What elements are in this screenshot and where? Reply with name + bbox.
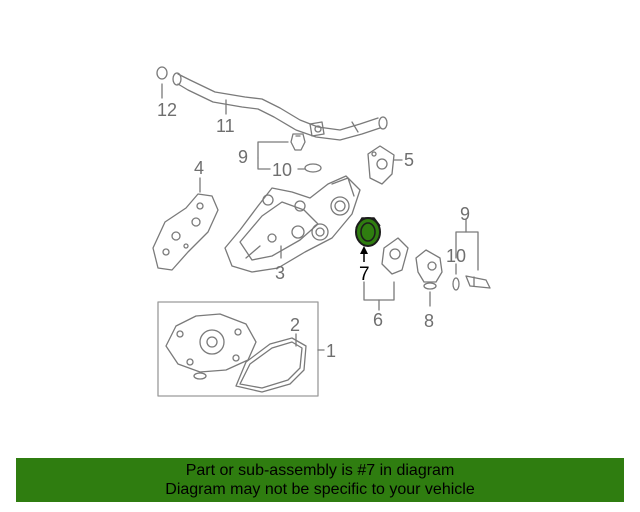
part-12-oring: [156, 66, 168, 80]
bracket-9-upper: [257, 141, 289, 159]
callout-8: 8: [424, 311, 434, 331]
callout-9-upper: 9: [238, 147, 248, 167]
banner-line-2: Diagram may not be specific to your vehi…: [165, 481, 475, 498]
part-7-thermostat: [355, 217, 381, 247]
callout-1: 1: [326, 341, 336, 361]
water-pump: [165, 313, 257, 380]
callout-10-right: 10: [446, 246, 466, 266]
part-1-box: [157, 301, 319, 397]
part-4-gasket: [152, 193, 219, 271]
info-banner: Part or sub-assembly is #7 in diagram Di…: [16, 458, 624, 502]
part-6-housing: [381, 237, 409, 275]
part-5-flange: [367, 145, 395, 185]
part-11-water-pipe: [172, 72, 388, 141]
bracket-9-right: [455, 231, 479, 271]
callout-12: 12: [157, 100, 177, 120]
part-10-washer-upper: [304, 163, 322, 173]
callout-3: 3: [275, 263, 285, 283]
callout-11: 11: [216, 116, 235, 136]
callout-5: 5: [404, 150, 414, 170]
leader-7-arrow: [360, 246, 368, 254]
callout-6: 6: [373, 310, 383, 330]
part-10-washer-right: [452, 277, 460, 291]
part-2-gasket: [235, 337, 307, 393]
callout-10-upper: 10: [272, 160, 292, 180]
callout-2: 2: [290, 315, 300, 335]
parts-diagram: 12 11 9 10 5 4 3 7 6 8 9 10 1 2: [152, 66, 491, 397]
part-8-outlet: [415, 249, 443, 290]
part-9-sensor-upper: [290, 133, 306, 151]
bracket-10-upper: [257, 157, 271, 170]
part-3-housing: [224, 175, 361, 273]
part-9-sensor-right: [465, 275, 491, 289]
callout-4: 4: [194, 158, 204, 178]
callout-7: 7: [359, 264, 370, 285]
callout-9-right: 9: [460, 204, 470, 224]
banner-line-1: Part or sub-assembly is #7 in diagram: [185, 462, 455, 479]
